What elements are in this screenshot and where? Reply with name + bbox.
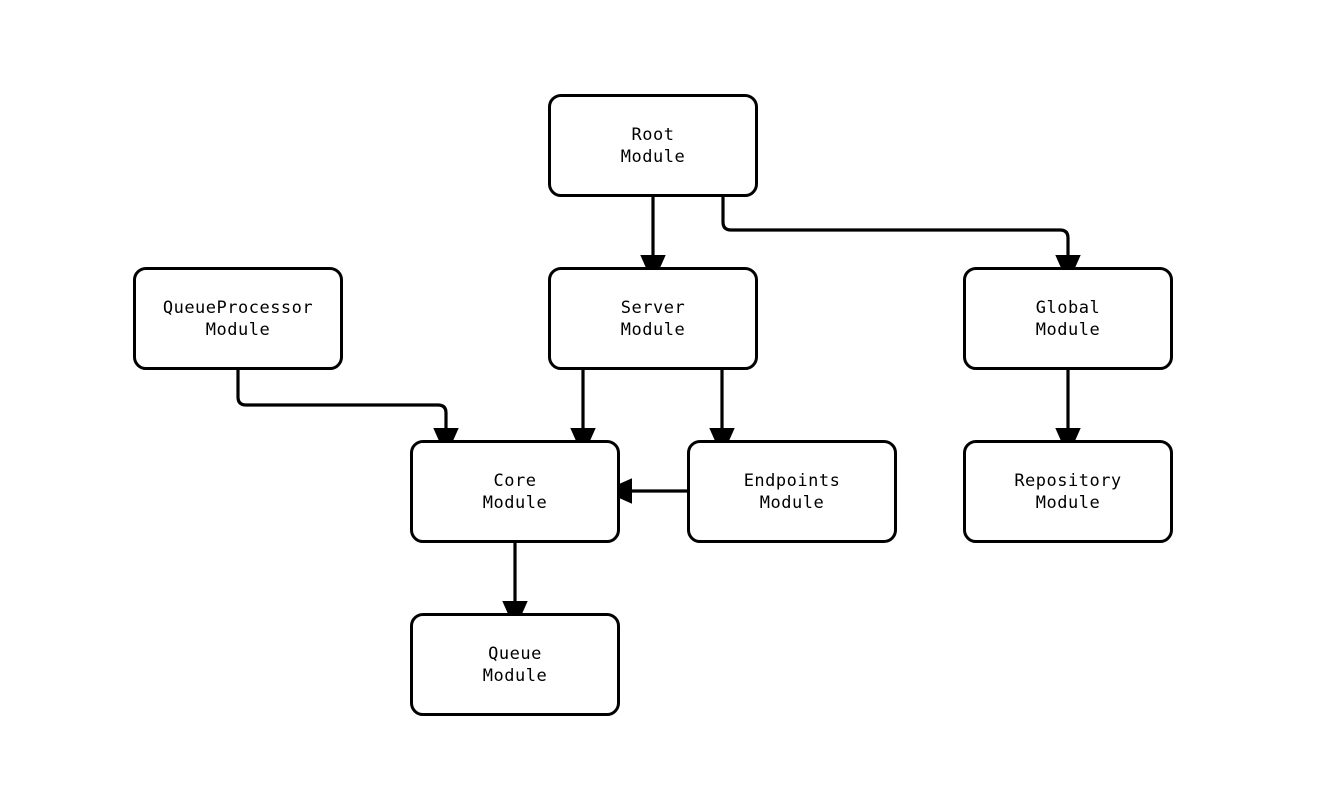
node-server-suffix: Module <box>620 319 686 340</box>
node-repository-suffix: Module <box>1035 492 1101 513</box>
node-endpoints-name: Endpoints <box>743 470 841 491</box>
node-queue-suffix: Module <box>482 665 548 686</box>
node-repository-name: Repository <box>1014 470 1122 491</box>
node-endpoints-suffix: Module <box>759 492 825 513</box>
node-core-suffix: Module <box>482 492 548 513</box>
node-core-name: Core <box>493 470 537 491</box>
node-queueprocessor-name: QueueProcessor <box>162 297 314 318</box>
node-queueprocessor-suffix: Module <box>205 319 271 340</box>
edge-root-global <box>721 197 1081 284</box>
node-server-name: Server <box>620 297 686 318</box>
edge-queueprocessor-core <box>236 370 459 457</box>
node-root-suffix: Module <box>620 146 686 167</box>
node-global-suffix: Module <box>1035 319 1101 340</box>
node-root-name: Root <box>631 124 675 145</box>
node-queue-name: Queue <box>488 643 542 664</box>
node-global-name: Global <box>1035 297 1101 318</box>
